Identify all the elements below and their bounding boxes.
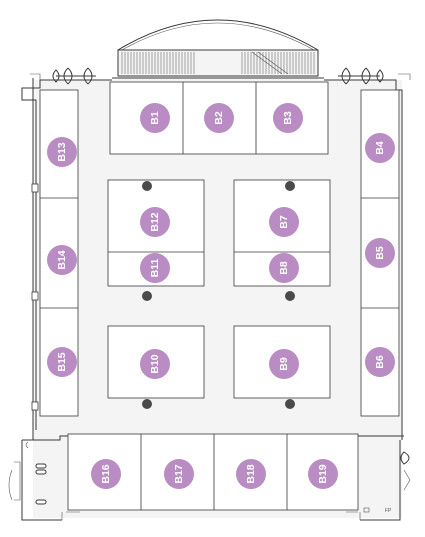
entrance-doors-left <box>52 67 96 85</box>
booth-b15[interactable]: B15 <box>47 347 77 377</box>
booth-label: B3 <box>282 111 294 125</box>
booth-b3[interactable]: B3 <box>273 103 303 133</box>
booth-label: B6 <box>374 355 386 369</box>
column-dot <box>285 399 295 409</box>
booth-b19[interactable]: B19 <box>308 459 338 489</box>
booth-label: B2 <box>213 111 225 125</box>
marker-label: FP <box>385 508 392 514</box>
booth-b18[interactable]: B18 <box>236 459 266 489</box>
booth-label: B15 <box>56 352 68 371</box>
booth-label: B4 <box>374 141 386 155</box>
column-dot <box>142 399 152 409</box>
booth-label: B19 <box>317 464 329 483</box>
booth-label: B9 <box>278 357 290 371</box>
booth-b4[interactable]: B4 <box>365 133 395 163</box>
entrance-doors-right <box>338 67 384 85</box>
booth-label: B8 <box>278 261 290 275</box>
booth-b17[interactable]: B17 <box>164 459 194 489</box>
booth-label: B18 <box>245 464 257 483</box>
column-dot <box>285 291 295 301</box>
booth-label: B16 <box>100 464 112 483</box>
booth-b8[interactable]: B8 <box>269 253 299 283</box>
booth-label: B10 <box>149 354 161 373</box>
booth-b6[interactable]: B6 <box>365 347 395 377</box>
booth-label: B13 <box>56 142 68 161</box>
booth-label: B11 <box>149 259 161 278</box>
column-dot <box>142 291 152 301</box>
column-dot <box>285 181 295 191</box>
restroom-fixtures <box>35 463 47 505</box>
booth-label: B5 <box>374 246 386 260</box>
booth-b5[interactable]: B5 <box>365 238 395 268</box>
booth-b10[interactable]: B10 <box>140 349 170 379</box>
structural-columns <box>142 181 295 409</box>
rotunda <box>112 19 324 79</box>
booth-label: B17 <box>173 464 185 483</box>
column-dot <box>142 181 152 191</box>
booth-b1[interactable]: B1 <box>140 103 170 133</box>
booth-b13[interactable]: B13 <box>47 137 77 167</box>
booth-b2[interactable]: B2 <box>204 103 234 133</box>
booth-label: B14 <box>56 250 68 269</box>
booth-b12[interactable]: B12 <box>140 207 170 237</box>
marker-box <box>363 507 370 513</box>
booth-label: B12 <box>149 212 161 231</box>
booth-b11[interactable]: B11 <box>140 253 170 283</box>
booth-b7[interactable]: B7 <box>269 207 299 237</box>
booth-label: B7 <box>278 215 290 229</box>
booth-b14[interactable]: B14 <box>47 245 77 275</box>
booth-b9[interactable]: B9 <box>269 349 299 379</box>
booth-b16[interactable]: B16 <box>91 459 121 489</box>
left-wall-markers <box>31 183 39 411</box>
booth-label: B1 <box>149 111 161 125</box>
